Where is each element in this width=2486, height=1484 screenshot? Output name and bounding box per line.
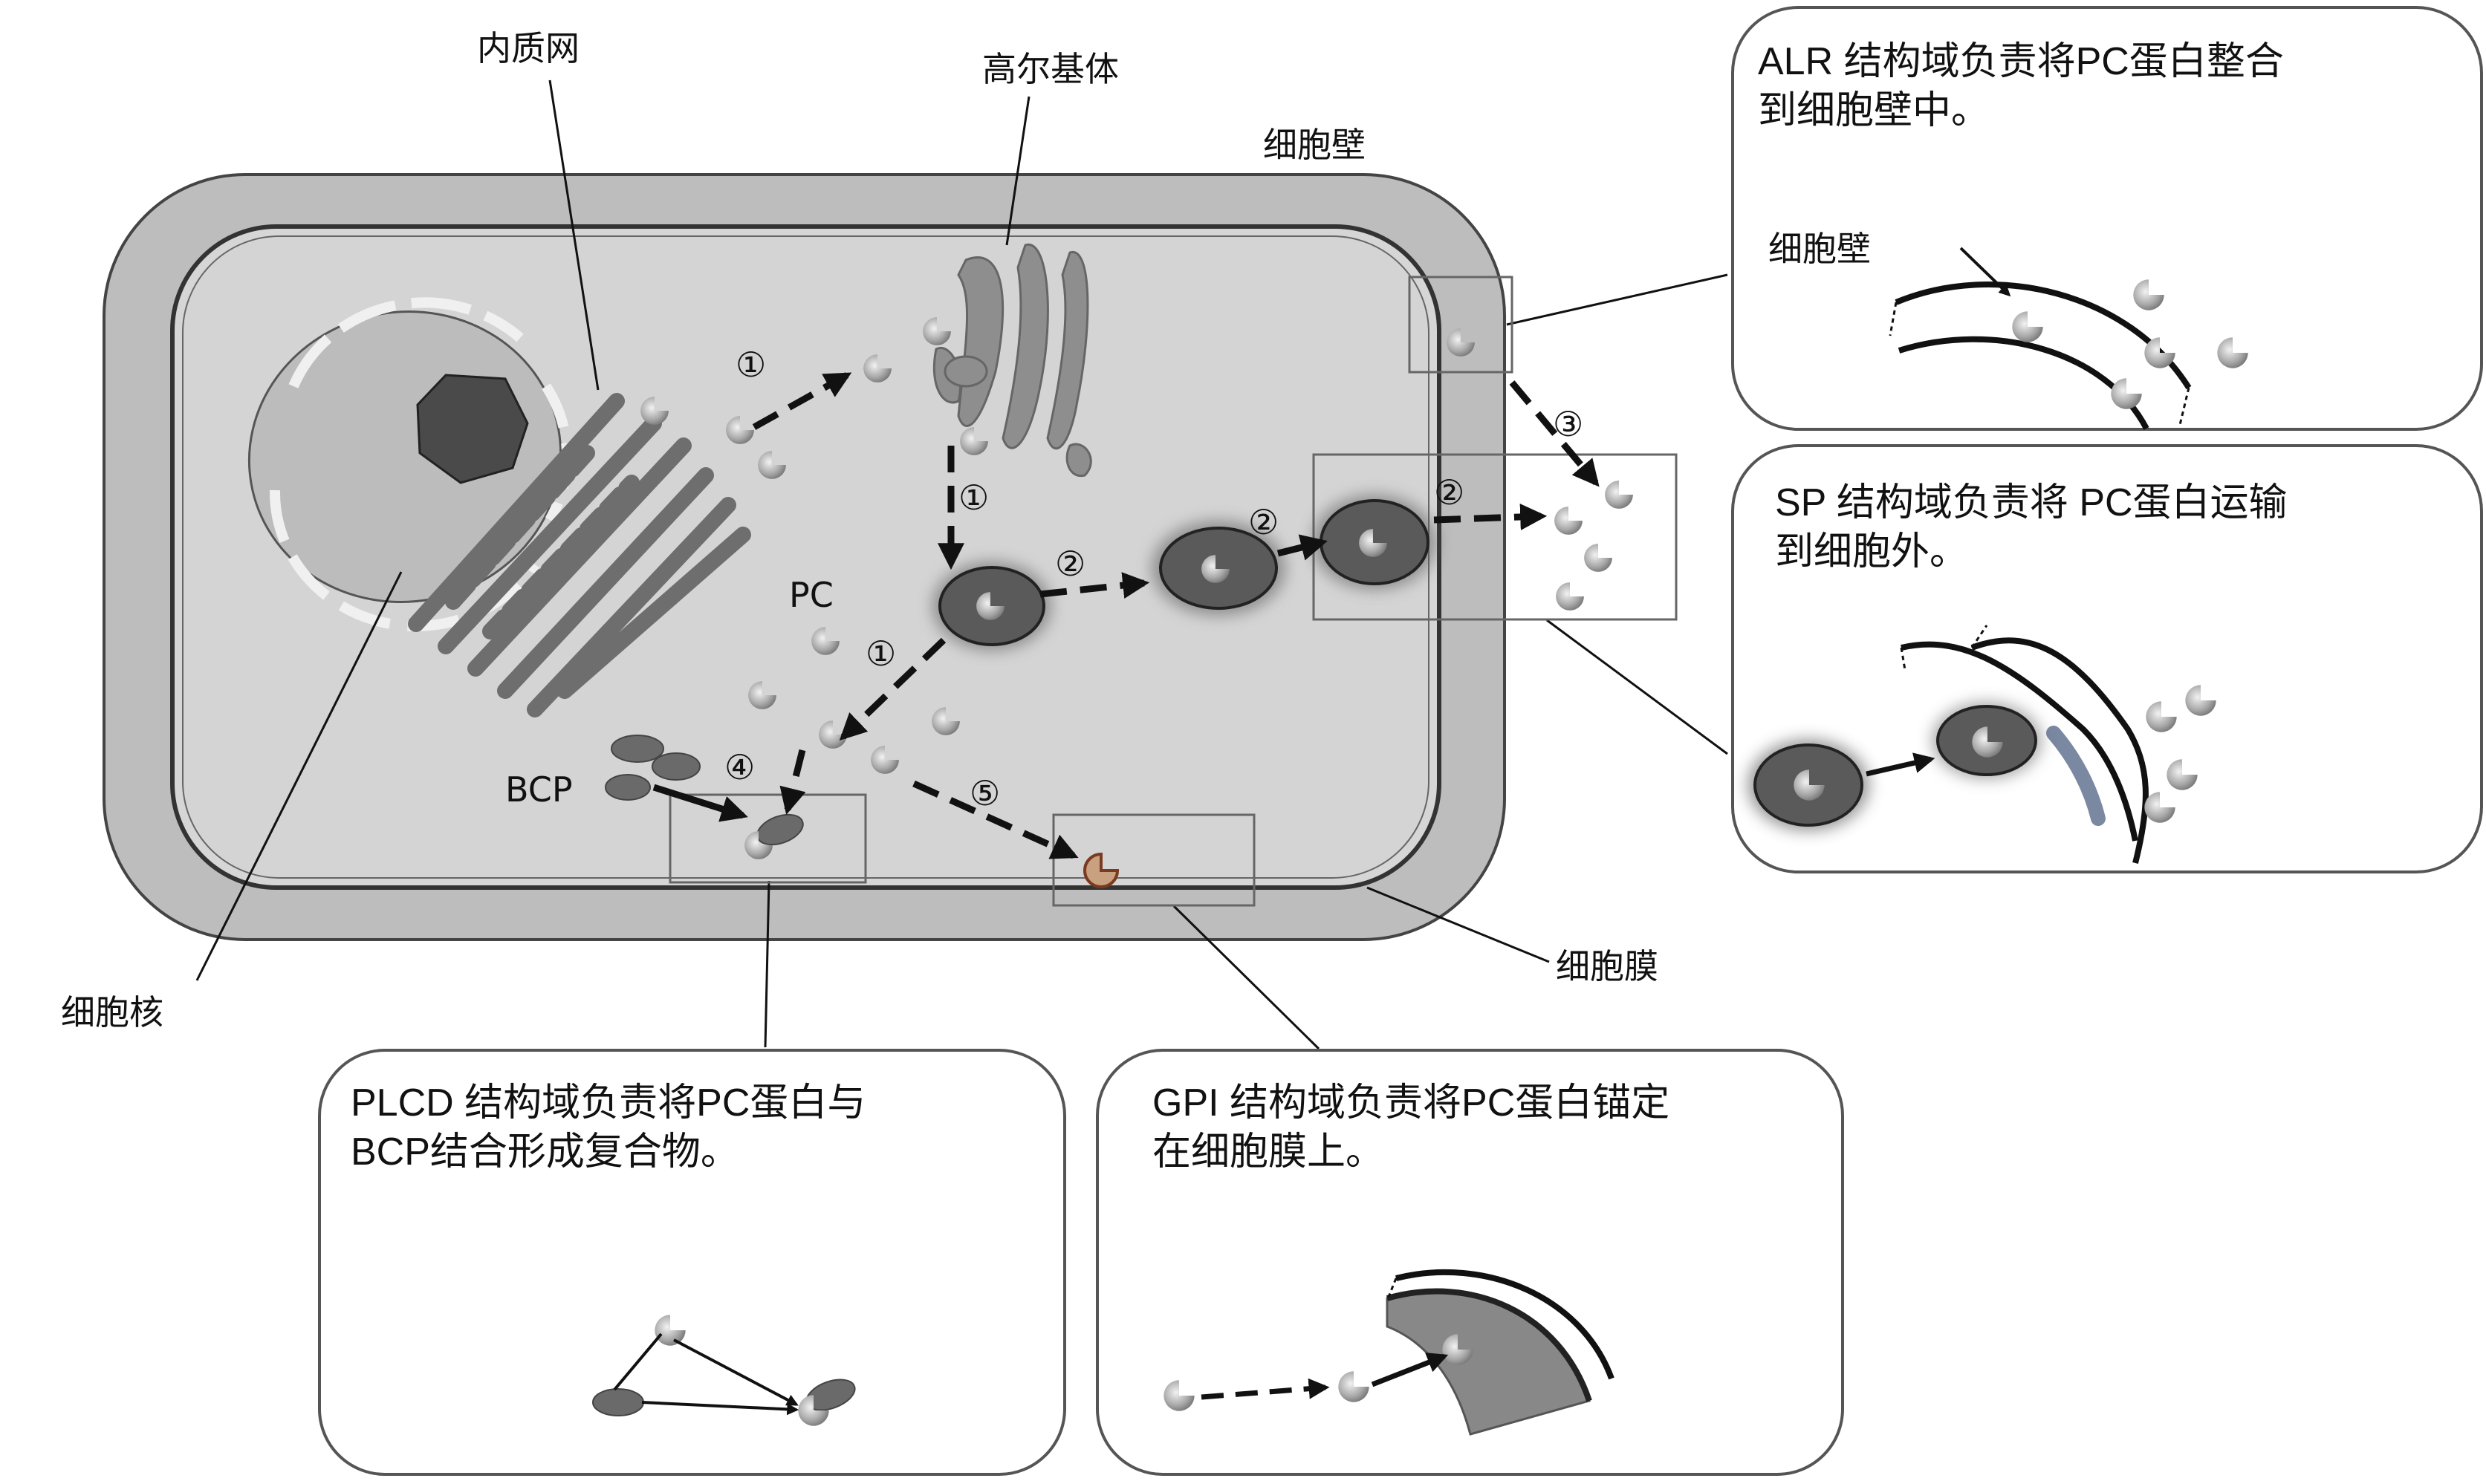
label-cell-wall: 细胞壁 <box>1263 125 1366 165</box>
panel-sp-line1: SP 结构域负责将 PC蛋白运输 <box>1775 481 2288 524</box>
panel-gpi: GPI 结构域负责将PC蛋白锚定 在细胞膜上。 <box>1096 1049 1844 1476</box>
panel-gpi-illustration <box>1164 1269 1614 1436</box>
step-marker-1b: ① <box>958 478 990 518</box>
vesicle-3 <box>1320 499 1429 585</box>
panel-gpi-line1: GPI 结构域负责将PC蛋白锚定 <box>1152 1081 1670 1125</box>
panel-sp-illustration <box>1747 625 2216 864</box>
golgi-apparatus <box>932 243 1092 478</box>
step-marker-4: ④ <box>724 747 756 787</box>
panel-gpi-text: GPI 结构域负责将PC蛋白锚定 在细胞膜上。 <box>1152 1078 1669 1177</box>
step-marker-2c: ② <box>1434 472 1465 512</box>
panel-alr-text: ALR 结构域负责将PC蛋白整合 到细胞壁中。 <box>1758 37 2284 135</box>
zoom-box-gpi <box>1052 813 1256 907</box>
anchored-pc <box>1083 852 1120 888</box>
panel-plcd-line1: PLCD 结构域负责将PC蛋白与 <box>351 1081 866 1125</box>
endoplasmic-reticulum <box>408 393 751 717</box>
step-marker-1c: ① <box>866 634 897 674</box>
pathway-arrows <box>652 372 1600 859</box>
panel-alr-wall-label: 细胞壁 <box>1768 229 1871 269</box>
label-pc: PC <box>789 575 834 615</box>
label-leader-lines <box>195 79 1728 1050</box>
label-er: 内质网 <box>477 28 580 68</box>
step-marker-3: ③ <box>1553 404 1584 444</box>
panel-plcd-line2: BCP结合形成复合物。 <box>351 1130 739 1174</box>
label-nucleus: 细胞核 <box>61 992 163 1032</box>
panel-plcd: PLCD 结构域负责将PC蛋白与 BCP结合形成复合物。 <box>318 1049 1066 1476</box>
pc-proteins <box>640 317 1633 888</box>
panel-gpi-line2: 在细胞膜上。 <box>1152 1130 1385 1174</box>
panel-alr-line1: ALR 结构域负责将PC蛋白整合 <box>1758 40 2284 83</box>
step-marker-1a: ① <box>736 345 767 385</box>
panel-plcd-text: PLCD 结构域负责将PC蛋白与 BCP结合形成复合物。 <box>351 1078 866 1177</box>
panel-sp: SP 结构域负责将 PC蛋白运输 到细胞外。 <box>1731 444 2483 873</box>
zoom-box-alr <box>1408 276 1513 374</box>
zoom-box-plcd <box>669 793 867 884</box>
nucleolus <box>416 374 529 484</box>
label-bcp: BCP <box>505 769 573 810</box>
panel-sp-text: SP 结构域负责将 PC蛋白运输 到细胞外。 <box>1775 478 2288 576</box>
label-golgi: 高尔基体 <box>982 49 1119 89</box>
step-marker-5: ⑤ <box>970 773 1001 813</box>
bcp-proteins <box>605 735 804 846</box>
panel-alr-line2: 到细胞壁中。 <box>1758 89 1990 132</box>
vesicle-2 <box>1159 527 1278 610</box>
panel-sp-line2: 到细胞外。 <box>1775 530 1969 573</box>
step-marker-2a: ② <box>1055 544 1086 584</box>
panel-plcd-illustration <box>592 1315 856 1426</box>
label-membrane: 细胞膜 <box>1556 946 1658 986</box>
step-marker-2b: ② <box>1248 502 1279 542</box>
panel-alr: ALR 结构域负责将PC蛋白整合 到细胞壁中。 细胞壁 <box>1731 6 2483 431</box>
panel-alr-illustration <box>1889 247 2248 430</box>
